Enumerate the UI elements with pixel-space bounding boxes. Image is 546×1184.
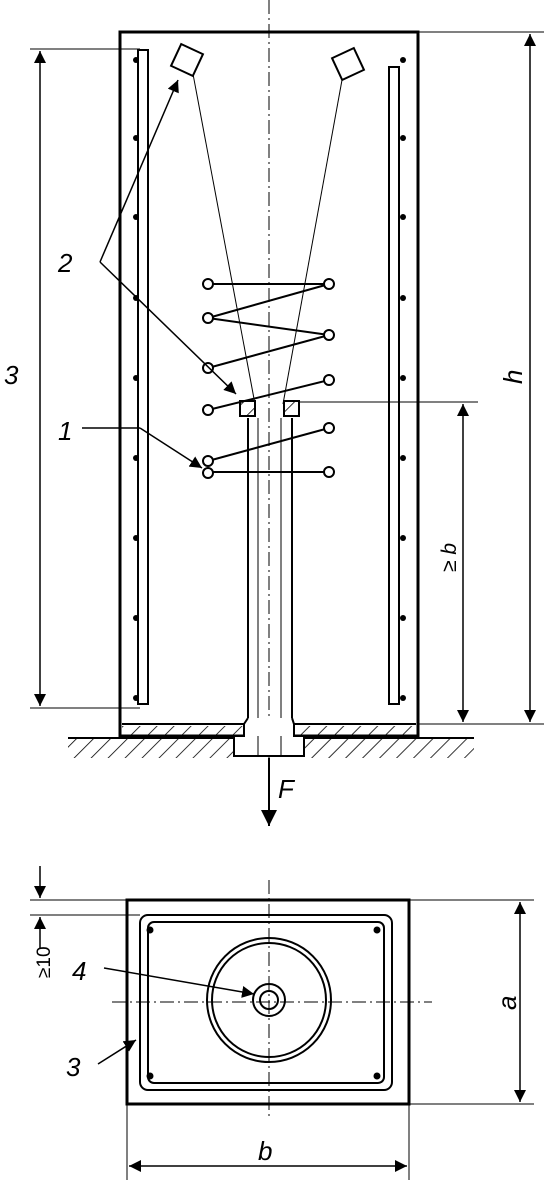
plan-enclosure — [125, 898, 411, 1106]
part-label-2: 2 — [57, 248, 73, 278]
sight-line — [282, 79, 343, 405]
dim-label-h: h — [498, 370, 528, 384]
part-label-1: 1 — [58, 416, 72, 446]
specimen-marks — [239, 400, 300, 417]
leader-4 — [103, 967, 255, 998]
leader-lines — [82, 79, 237, 469]
dim-label-min-10: ≥10 — [34, 946, 55, 978]
dim-label-b: b — [258, 1136, 272, 1166]
dimension-heating-height — [30, 48, 140, 709]
part-label-3: 3 — [4, 360, 19, 390]
plan-corner-dots — [146, 926, 381, 1080]
heating-element-left — [133, 49, 149, 705]
sensor-right — [330, 46, 366, 82]
part-label-3-plan: 3 — [66, 1052, 81, 1082]
leader-3 — [97, 1039, 137, 1065]
heating-element-right — [388, 57, 406, 705]
spring-coil — [202, 278, 335, 479]
plan-spring-rings — [206, 937, 332, 1063]
ground-hatch — [68, 737, 474, 758]
pull-rod — [233, 418, 305, 757]
plan-heating-element — [139, 914, 393, 1091]
dim-label-min-b: ≥ b — [438, 543, 461, 572]
part-label-4: 4 — [72, 956, 86, 986]
force-label: F — [278, 774, 296, 804]
sensor-left — [169, 42, 205, 78]
dimension-b — [126, 1104, 410, 1180]
dimension-min-b — [299, 401, 478, 722]
dimension-min-10 — [30, 866, 140, 948]
dimension-a — [409, 899, 534, 1105]
sight-line — [192, 73, 256, 405]
front-view: F 2 1 3 h ≥ b — [4, 0, 544, 826]
dimension-h — [418, 31, 544, 725]
dim-label-a: a — [492, 996, 522, 1010]
plan-view: 4 3 ≥10 a b — [30, 866, 534, 1180]
